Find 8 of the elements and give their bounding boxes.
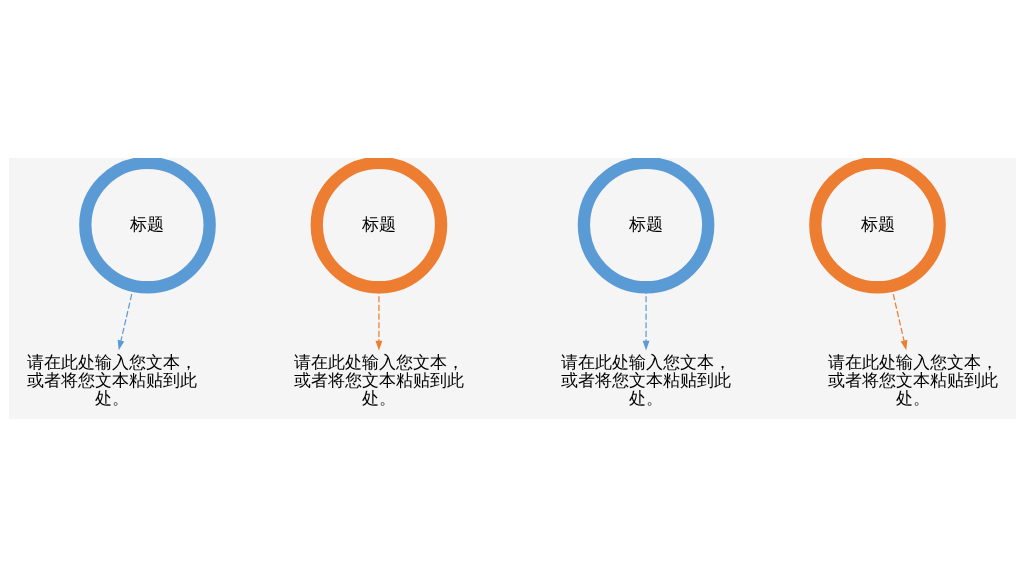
node-circle: 标题	[310, 157, 447, 293]
node-text: 请在此处输入您文本，或者将您文本粘贴到此处。	[26, 351, 197, 408]
node-text: 请在此处输入您文本，或者将您文本粘贴到此处。	[827, 351, 998, 408]
node-circle: 标题	[808, 157, 946, 293]
node-text: 请在此处输入您文本，或者将您文本粘贴到此处。	[560, 351, 731, 408]
node-text: 请在此处输入您文本，或者将您文本粘贴到此处。	[293, 351, 464, 408]
node-circle: 标题	[577, 157, 714, 293]
node-circle: 标题	[78, 157, 216, 293]
